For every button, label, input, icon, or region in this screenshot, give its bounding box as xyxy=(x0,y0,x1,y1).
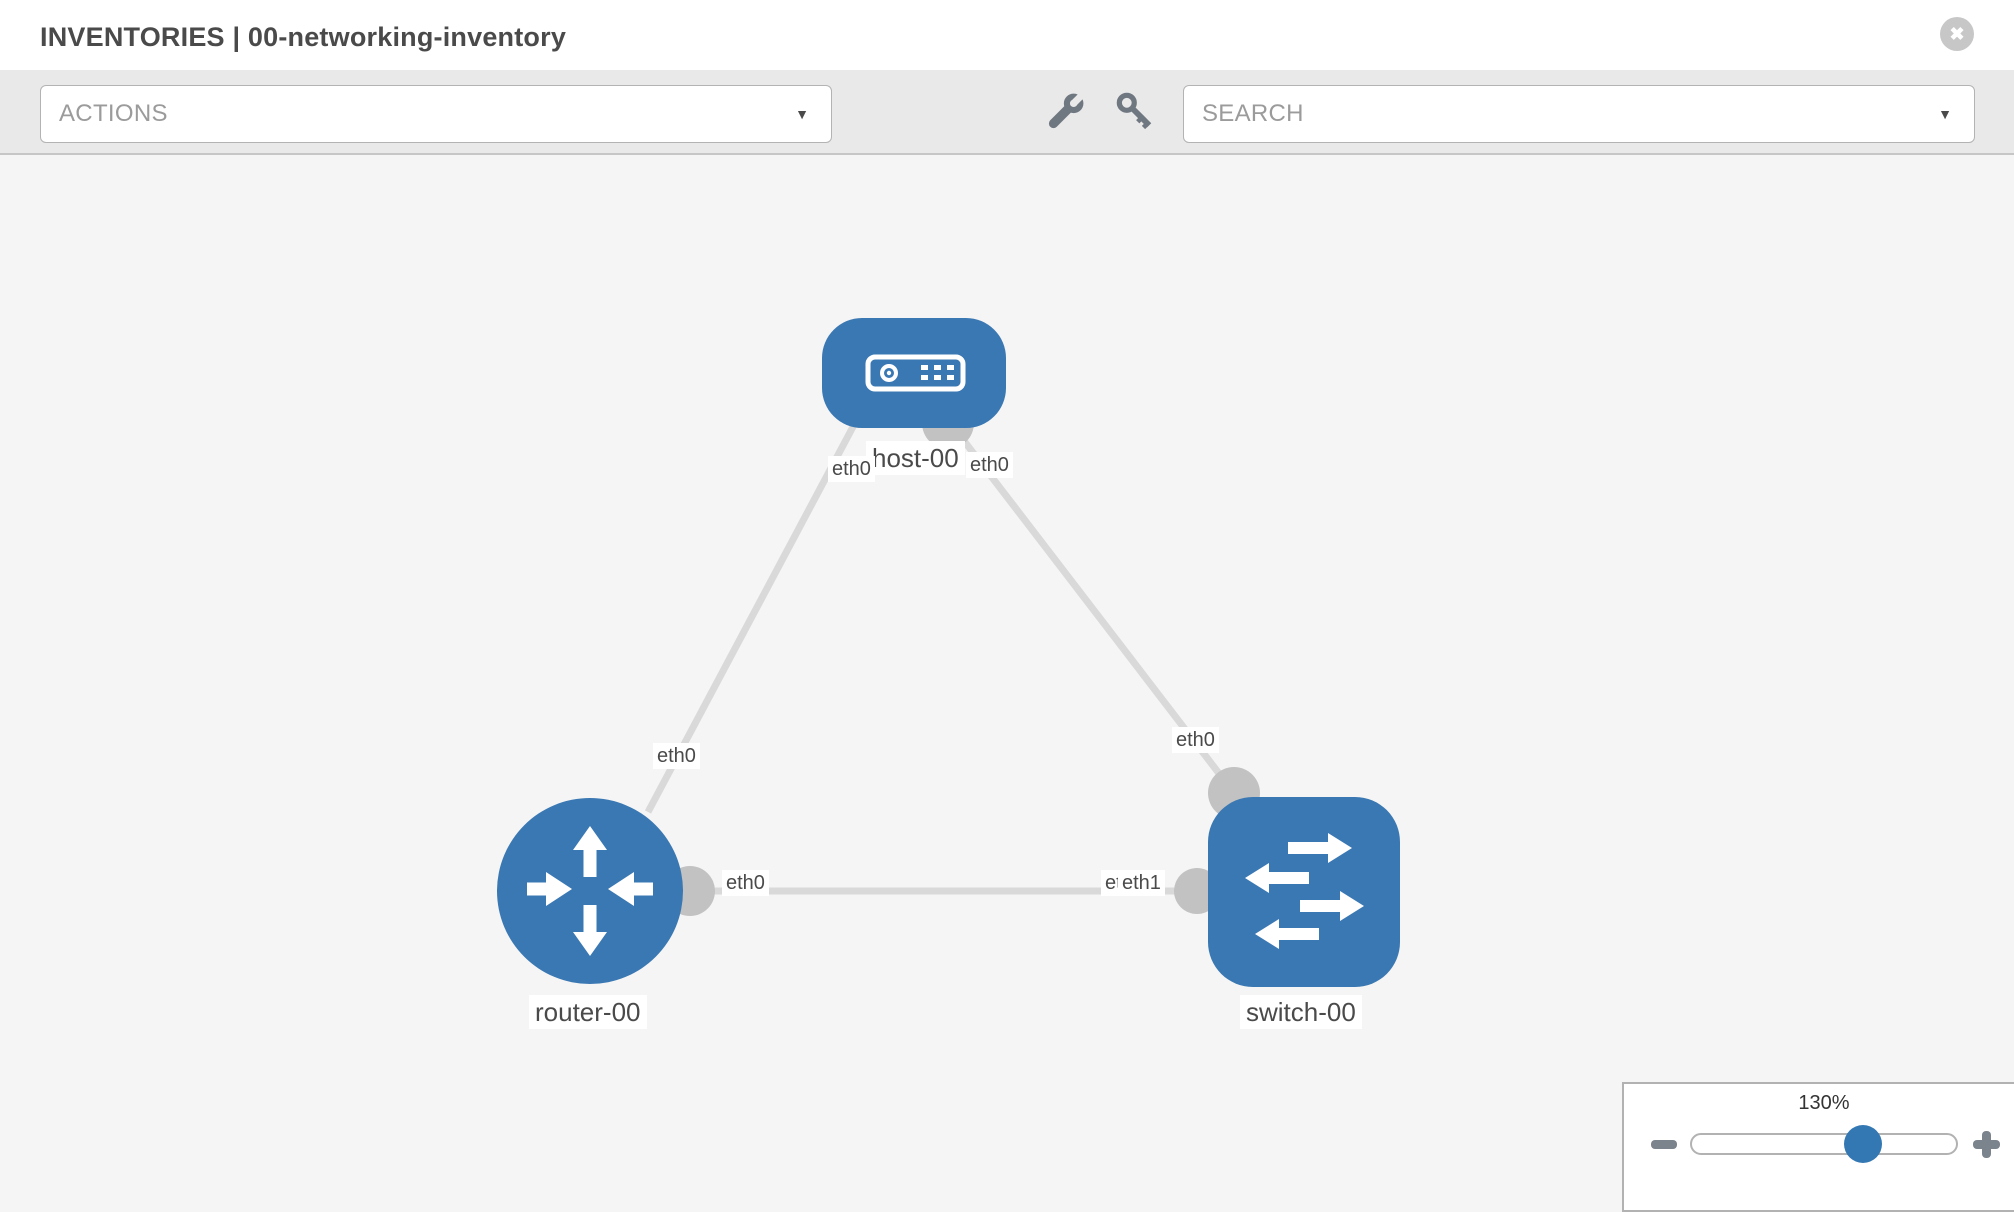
zoom-slider-track[interactable] xyxy=(1690,1133,1958,1155)
node-label-router-00[interactable]: router-00 xyxy=(529,995,647,1029)
zoom-level-value: 130% xyxy=(1798,1092,1850,1114)
page-title: INVENTORIES | 00-networking-inventory xyxy=(40,22,567,52)
host-node-shape xyxy=(822,318,1006,428)
router-icon xyxy=(527,826,653,956)
key-icon-graphic xyxy=(1116,92,1152,130)
iface-label-switch-link-eth0: eth0 xyxy=(1172,727,1219,753)
node-label-switch-00[interactable]: switch-00 xyxy=(1240,995,1362,1029)
switch-node-shape xyxy=(1208,797,1400,987)
key-icon[interactable] xyxy=(1106,82,1166,142)
topology-canvas[interactable]: host-00 router-00 switch-00 eth0 eth0 et… xyxy=(0,155,2014,1200)
toolbar: ACTIONS ▼ SEARCH ▼ xyxy=(0,70,2014,155)
header-bar: INVENTORIES | 00-networking-inventory ✖ xyxy=(0,0,2014,70)
iface-label-host-eth0-right: eth0 xyxy=(966,452,1013,478)
node-router-00[interactable] xyxy=(497,798,683,984)
actions-dropdown-value: ACTIONS xyxy=(59,100,168,127)
wrench-icon-graphic xyxy=(1048,91,1086,129)
node-switch-00[interactable] xyxy=(1208,797,1400,987)
search-dropdown-value: SEARCH xyxy=(1202,100,1304,127)
actions-dropdown[interactable]: ACTIONS ▼ xyxy=(40,85,832,143)
zoom-in-plus-icon[interactable] xyxy=(1973,1131,2000,1158)
zoom-control-panel: 130% xyxy=(1622,1082,2014,1212)
search-dropdown[interactable]: SEARCH ▼ xyxy=(1183,85,1975,143)
router-node-shape xyxy=(497,798,683,984)
wrench-icon[interactable] xyxy=(1035,82,1095,142)
iface-label-host-eth0-left: eth0 xyxy=(828,456,875,482)
chevron-down-icon: ▼ xyxy=(1938,106,1952,122)
iface-label-switch-eth1: eth1 xyxy=(1118,870,1165,896)
iface-label-router-link-eth0: eth0 xyxy=(653,743,700,769)
close-icon[interactable]: ✖ xyxy=(1940,17,1974,51)
node-label-host-00[interactable]: host-00 xyxy=(866,441,965,475)
topology-svg xyxy=(497,318,1400,987)
iface-label-router-eth0: eth0 xyxy=(722,870,769,896)
host-icon xyxy=(865,354,966,392)
close-icon-glyph: ✖ xyxy=(1949,23,1965,44)
zoom-slider-thumb[interactable] xyxy=(1844,1125,1882,1163)
chevron-down-icon: ▼ xyxy=(795,106,809,122)
node-host-00[interactable] xyxy=(822,318,1006,428)
zoom-out-minus-icon[interactable] xyxy=(1651,1140,1677,1149)
switch-icon xyxy=(1245,833,1364,949)
